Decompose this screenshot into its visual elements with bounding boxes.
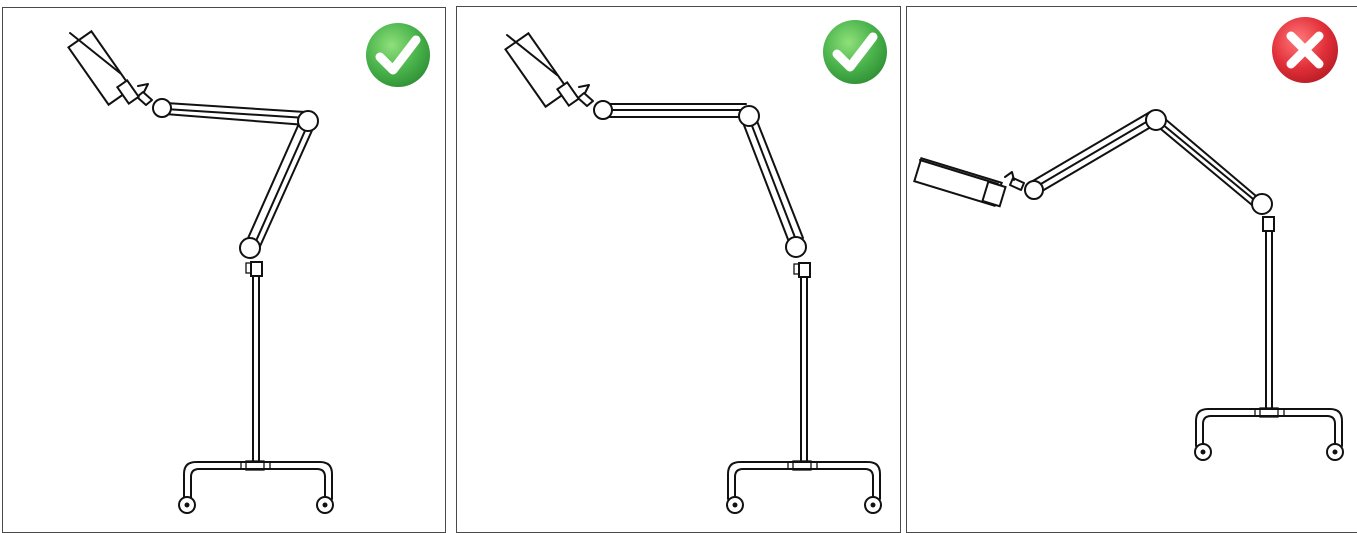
cross-badge <box>1272 17 1338 83</box>
joint <box>1251 193 1273 215</box>
joint <box>297 110 319 132</box>
check-icon <box>366 23 430 87</box>
lamp-1-head <box>67 29 141 107</box>
joint <box>239 237 261 259</box>
lamp-3 <box>913 109 1344 461</box>
lamp-1-base <box>178 460 334 514</box>
panel-correct-1 <box>2 7 446 533</box>
joint <box>1145 109 1167 131</box>
joint <box>593 100 613 120</box>
panel-correct-2 <box>456 6 901 533</box>
lamp-1 <box>67 29 334 514</box>
joint <box>1024 180 1044 200</box>
joint <box>152 98 172 118</box>
lamp-2-base <box>726 460 882 514</box>
lamp-2 <box>504 31 882 514</box>
joint <box>785 236 807 258</box>
joint <box>738 105 760 127</box>
lamp-3-head <box>913 156 1007 208</box>
check-badge-1 <box>366 23 430 87</box>
check-badge-2 <box>823 20 887 84</box>
panel-incorrect <box>906 6 1357 533</box>
lamp-3-base <box>1194 407 1344 461</box>
check-icon <box>823 20 887 84</box>
lamp-2-head <box>504 31 581 109</box>
